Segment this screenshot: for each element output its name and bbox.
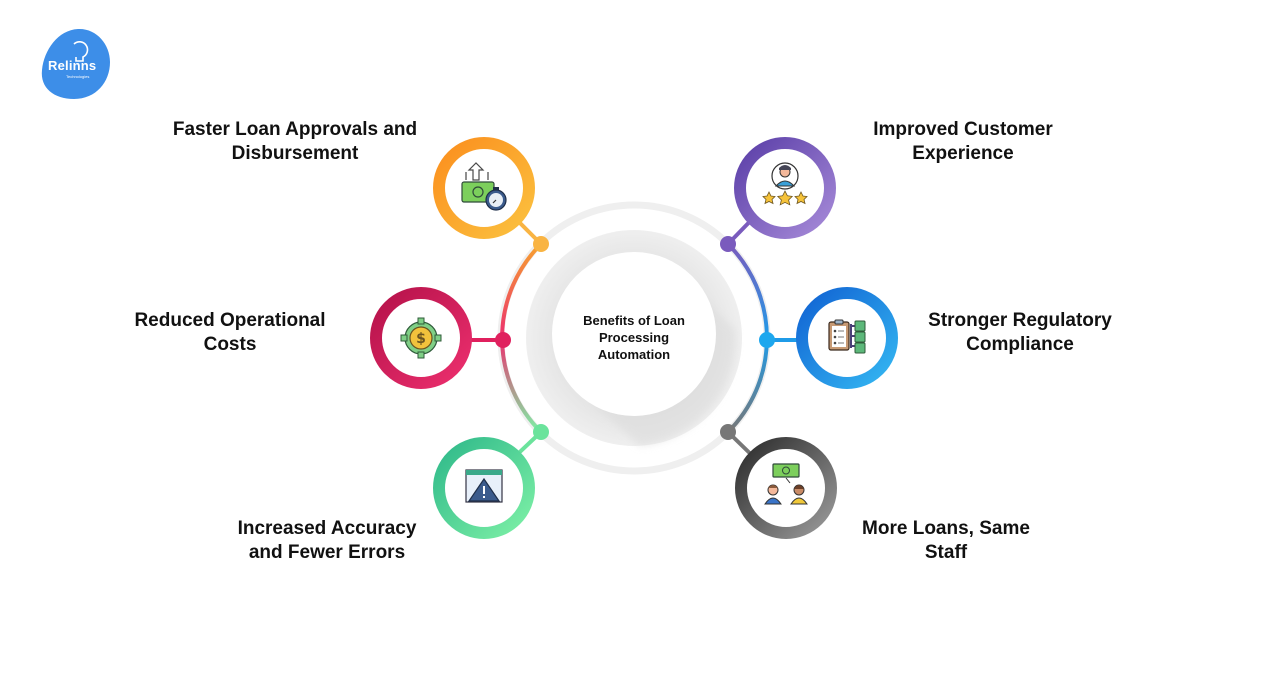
warning-window-icon — [465, 469, 503, 503]
connector-dot-pink — [495, 332, 511, 348]
logo-tagline-text: Technologies — [66, 74, 90, 79]
gear-dollar-coin-icon: $ — [400, 317, 442, 359]
benefit-label-increased-accuracy: Increased Accuracy and Fewer Errors — [237, 518, 417, 563]
money-stopwatch-icon — [461, 162, 507, 211]
benefit-label-regulatory-compliance: Stronger Regulatory Compliance — [928, 310, 1112, 355]
connector-dot-orange — [533, 236, 549, 252]
money-two-people-icon — [764, 463, 808, 505]
customer-rating-stars-icon — [762, 162, 808, 206]
svg-text:$: $ — [416, 331, 426, 347]
connector-dot-green — [533, 424, 549, 440]
benefit-label-more-loans: More Loans, Same Staff — [862, 518, 1030, 563]
benefit-label-faster-approvals: Faster Loan Approvals and Disbursement — [172, 119, 418, 164]
clipboard-checklist-icon — [828, 319, 866, 354]
benefit-label-customer-experience: Improved Customer Experience — [873, 119, 1053, 164]
center-title: Benefits of Loan Processing Automation — [583, 313, 685, 362]
benefit-label-reduced-costs: Reduced Operational Costs — [134, 310, 326, 355]
connector-dot-purple — [720, 236, 736, 252]
logo-brand-text: Relinns — [48, 58, 97, 73]
center-white-disk — [552, 252, 716, 416]
benefit-ring-more-loans — [735, 437, 837, 539]
connector-dot-blue — [759, 332, 775, 348]
logo-blob — [41, 28, 110, 100]
connector-dot-gray — [720, 424, 736, 440]
